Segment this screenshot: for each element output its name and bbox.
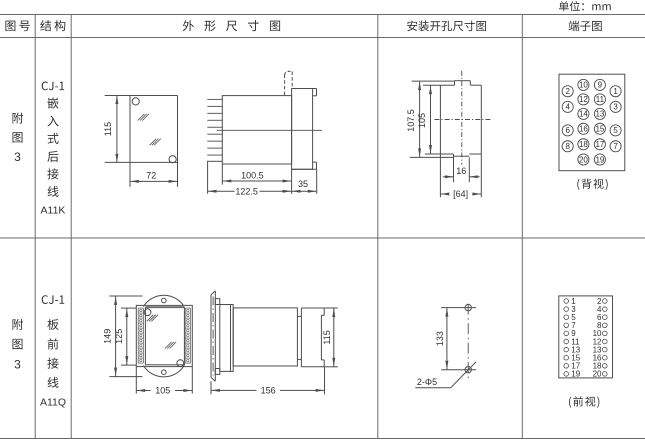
svg-text:6: 6 [597,313,602,322]
svg-text:1: 1 [571,297,576,306]
svg-text:35: 35 [298,179,308,189]
svg-text:7: 7 [571,321,576,330]
svg-text:2: 2 [565,87,570,96]
svg-text:9: 9 [598,81,603,90]
svg-text:15: 15 [571,354,580,363]
svg-text:125: 125 [114,329,124,344]
svg-text:5: 5 [571,313,576,322]
svg-text:4: 4 [565,103,570,112]
svg-text:12: 12 [593,337,602,346]
svg-text:19: 19 [595,155,604,164]
svg-text:122.5: 122.5 [235,186,258,196]
svg-text:A11K: A11K [41,204,66,216]
svg-text:5: 5 [613,126,618,135]
svg-text:17: 17 [571,362,580,371]
svg-text:133: 133 [435,331,445,346]
svg-text:13: 13 [571,345,580,354]
svg-text:17: 17 [595,140,604,149]
svg-text:156: 156 [261,385,276,395]
svg-text:1: 1 [613,87,618,96]
svg-text:72: 72 [146,171,156,181]
svg-text:18: 18 [593,362,602,371]
svg-text:9: 9 [571,329,576,338]
svg-text:100.5: 100.5 [241,170,264,180]
svg-text:16: 16 [579,125,588,134]
svg-text:4: 4 [597,305,602,314]
svg-text:115: 115 [103,122,113,136]
svg-text:10: 10 [593,329,602,338]
svg-text:8: 8 [597,321,602,330]
svg-text:3: 3 [613,103,618,112]
svg-text:2: 2 [597,297,602,306]
svg-text:2-Φ5: 2-Φ5 [417,377,437,387]
svg-text:12: 12 [579,95,588,104]
svg-text:16: 16 [593,354,602,363]
svg-text:11: 11 [571,337,580,346]
svg-text:[64]: [64] [453,189,468,199]
svg-text:3: 3 [14,357,21,371]
svg-text:16: 16 [456,166,466,176]
svg-text:A11Q: A11Q [40,397,66,409]
svg-text:3: 3 [571,305,576,314]
svg-text:10: 10 [579,81,588,90]
svg-text:15: 15 [595,125,604,134]
svg-text:13: 13 [593,345,602,354]
svg-text:105: 105 [155,386,170,396]
svg-text:149: 149 [102,329,112,344]
svg-text:3: 3 [14,150,21,164]
svg-text:18: 18 [579,140,588,149]
svg-text:13: 13 [595,110,604,119]
svg-text:11: 11 [596,95,605,104]
svg-text:20: 20 [579,155,588,164]
svg-text:7: 7 [613,142,618,151]
svg-text:20: 20 [593,370,602,379]
svg-text:14: 14 [579,110,588,119]
svg-text:19: 19 [571,370,580,379]
svg-text:115: 115 [322,330,332,344]
svg-text:105: 105 [417,113,427,128]
svg-text:6: 6 [565,126,570,135]
svg-text:8: 8 [565,142,570,151]
svg-text:107.5: 107.5 [406,109,416,132]
